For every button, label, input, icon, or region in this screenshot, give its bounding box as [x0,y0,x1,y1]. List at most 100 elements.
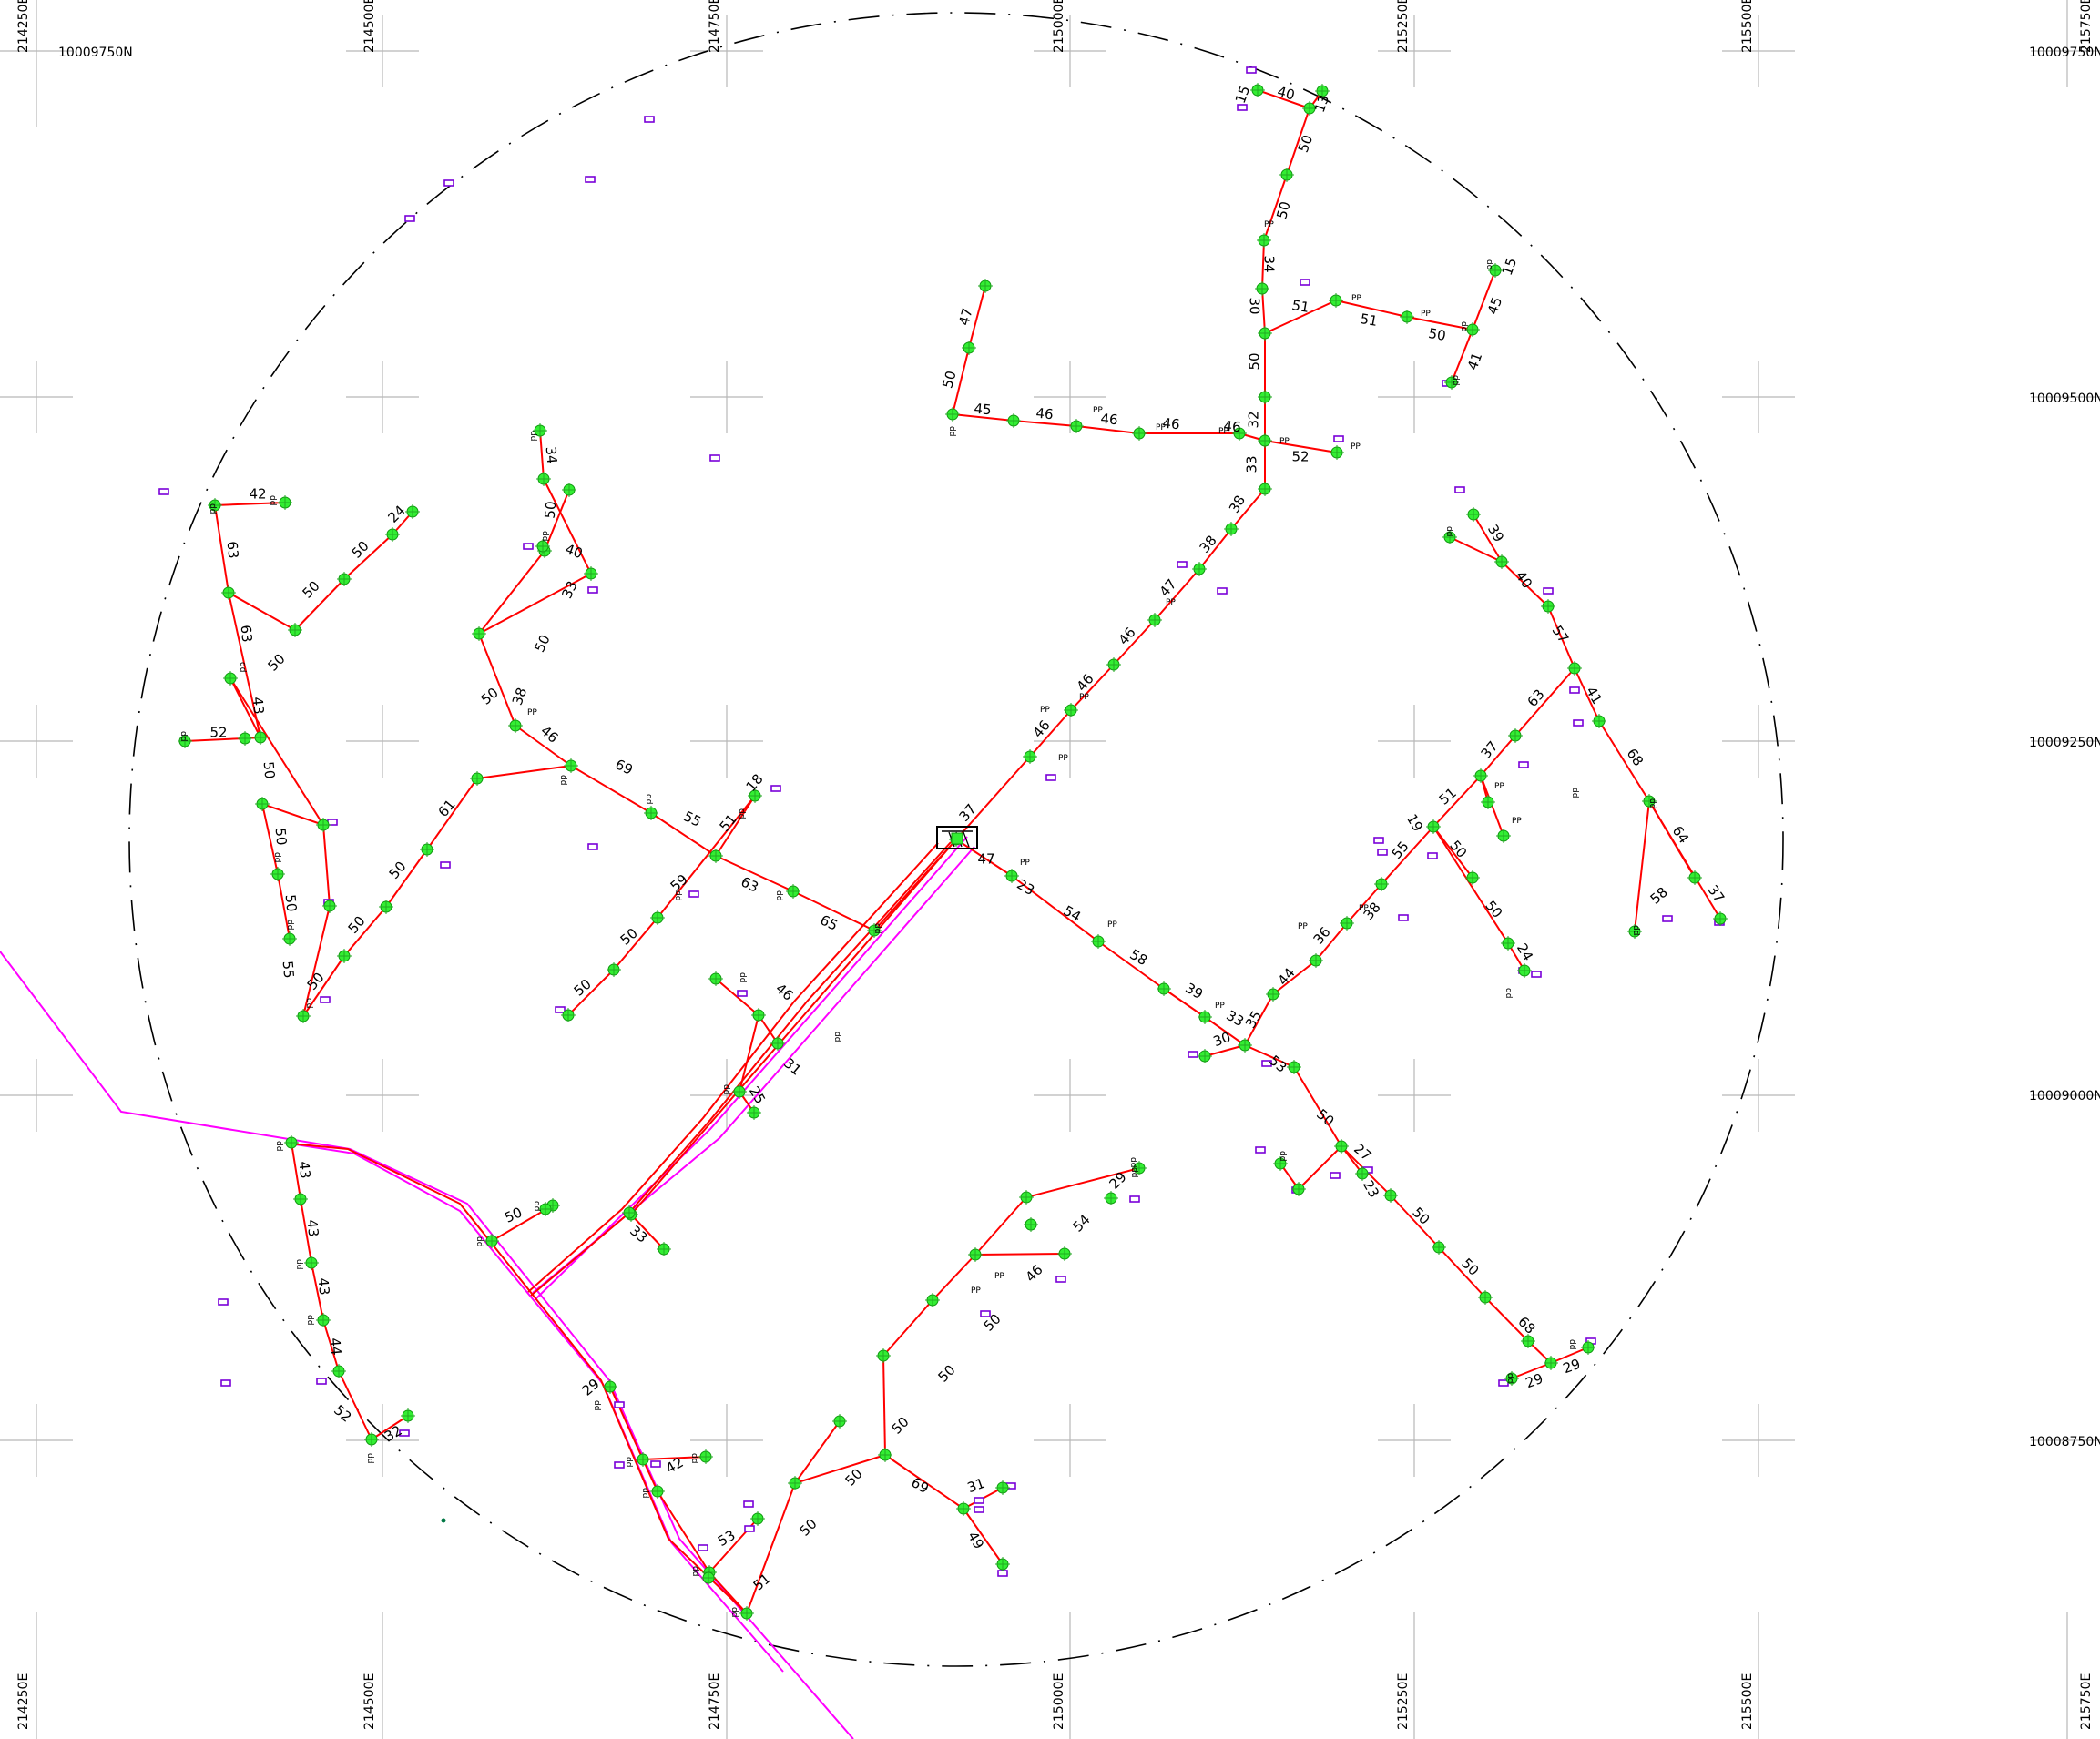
pole-node-icon[interactable] [470,771,484,786]
pole-node-icon[interactable] [1266,987,1280,1002]
pole-node-icon[interactable] [1340,916,1354,931]
pole-node-icon[interactable] [564,758,578,773]
pole-node-icon[interactable] [178,734,192,748]
pole-node-icon[interactable] [379,900,393,914]
meter-icon[interactable] [158,488,169,495]
pole-node-icon[interactable] [1442,530,1457,544]
pole-node-icon[interactable] [1019,1190,1034,1205]
pole-node-icon[interactable] [1581,1340,1595,1355]
line-segment[interactable] [613,917,658,971]
pole-node-icon[interactable] [1258,390,1272,404]
pole-node-icon[interactable] [533,423,547,438]
meter-icon[interactable] [614,1461,625,1469]
line-segment[interactable] [311,1262,324,1321]
line-segment[interactable] [1244,1044,1295,1068]
line-segment[interactable] [1154,568,1200,621]
meter-icon[interactable] [1377,849,1388,856]
line-segment[interactable] [974,1196,1027,1256]
pole-node-icon[interactable] [832,1414,847,1429]
line-segment[interactable] [1547,605,1575,669]
pole-node-icon[interactable] [867,923,882,938]
line-segment[interactable] [1286,107,1310,176]
meter-icon[interactable] [1330,1172,1341,1179]
meter-icon[interactable] [1531,971,1542,978]
pole-node-icon[interactable] [1481,795,1495,809]
meter-icon[interactable] [650,1460,661,1468]
line-segment[interactable] [884,1454,964,1510]
pole-node-icon[interactable] [1192,562,1207,576]
pole-node-icon[interactable] [1426,819,1441,834]
meter-icon[interactable] [1246,66,1257,74]
pole-node-icon[interactable] [1291,1182,1306,1196]
line-segment[interactable] [371,1415,409,1440]
pole-node-icon[interactable] [739,1606,754,1621]
pole-node-icon[interactable] [962,341,976,355]
meter-icon[interactable] [1427,852,1438,859]
meter-icon[interactable] [587,586,598,594]
line-segment[interactable] [1432,826,1509,944]
pole-node-icon[interactable] [1023,749,1037,764]
pole-node-icon[interactable] [1473,768,1488,783]
pole-node-icon[interactable] [1501,936,1515,951]
meter-icon[interactable] [709,454,720,462]
line-segment[interactable] [1070,664,1115,711]
pole-node-icon[interactable] [238,731,252,746]
pole-node-icon[interactable] [1057,1246,1072,1261]
line-segment[interactable] [302,955,345,1017]
pole-node-icon[interactable] [584,566,598,581]
line-segment[interactable] [882,1299,933,1357]
line-segment[interactable] [1264,440,1338,453]
meter-icon[interactable] [1255,1146,1266,1154]
meter-icon[interactable] [1454,486,1465,493]
pole-node-icon[interactable] [1255,281,1269,296]
meter-icon[interactable] [1373,837,1384,844]
pole-node-icon[interactable] [278,495,292,510]
pole-node-icon[interactable] [535,539,550,554]
line-segment[interactable] [1261,239,1265,290]
pole-node-icon[interactable] [1432,1240,1446,1255]
line-segment[interactable] [291,1142,301,1200]
pole-node-icon[interactable] [1064,703,1078,717]
line-segment[interactable] [1272,960,1317,995]
pole-node-icon[interactable] [1302,101,1317,116]
pole-node-icon[interactable] [1091,934,1106,949]
meter-icon[interactable] [614,1401,625,1408]
pole-node-icon[interactable] [1224,522,1239,536]
pole-node-icon[interactable] [1329,293,1343,308]
meter-icon[interactable] [1177,561,1188,568]
pole-node-icon[interactable] [1465,322,1480,337]
meter-icon[interactable] [1261,1060,1272,1067]
pole-node-icon[interactable] [1258,482,1272,496]
pole-node-icon[interactable] [770,1036,785,1051]
line-segment[interactable] [343,906,387,957]
line-segment[interactable] [1264,300,1337,334]
line-segment[interactable] [302,905,331,1017]
meter-icon[interactable] [1569,686,1580,694]
pole-node-icon[interactable] [420,842,434,857]
line-segment[interactable] [1029,709,1072,758]
line-segment[interactable] [974,1253,1065,1256]
meter-icon[interactable] [218,1298,229,1306]
pole-node-icon[interactable] [878,1448,892,1462]
line-segment[interactable] [1244,993,1274,1046]
pole-node-icon[interactable] [1104,1191,1118,1205]
pole-node-icon[interactable] [253,730,268,745]
pole-node-icon[interactable] [1508,728,1523,743]
line-segment[interactable] [338,1370,372,1440]
line-segment[interactable] [1634,800,1650,932]
pole-node-icon[interactable] [750,1511,765,1526]
pole-node-icon[interactable] [1383,1188,1398,1203]
pole-node-icon[interactable] [1132,1161,1147,1175]
pole-node-icon[interactable] [1642,794,1657,808]
line-segment[interactable] [955,839,1013,877]
pole-node-icon[interactable] [1504,1371,1519,1386]
meter-icon[interactable] [587,843,598,850]
line-segment[interactable] [1075,425,1140,434]
pole-node-icon[interactable] [316,818,331,832]
pole-node-icon[interactable] [284,1135,299,1150]
pole-node-icon[interactable] [1488,263,1503,278]
pole-node-icon[interactable] [270,867,285,881]
meter-icon[interactable] [980,1310,991,1317]
line-segment[interactable] [708,1571,748,1614]
line-segment[interactable] [1473,514,1503,563]
